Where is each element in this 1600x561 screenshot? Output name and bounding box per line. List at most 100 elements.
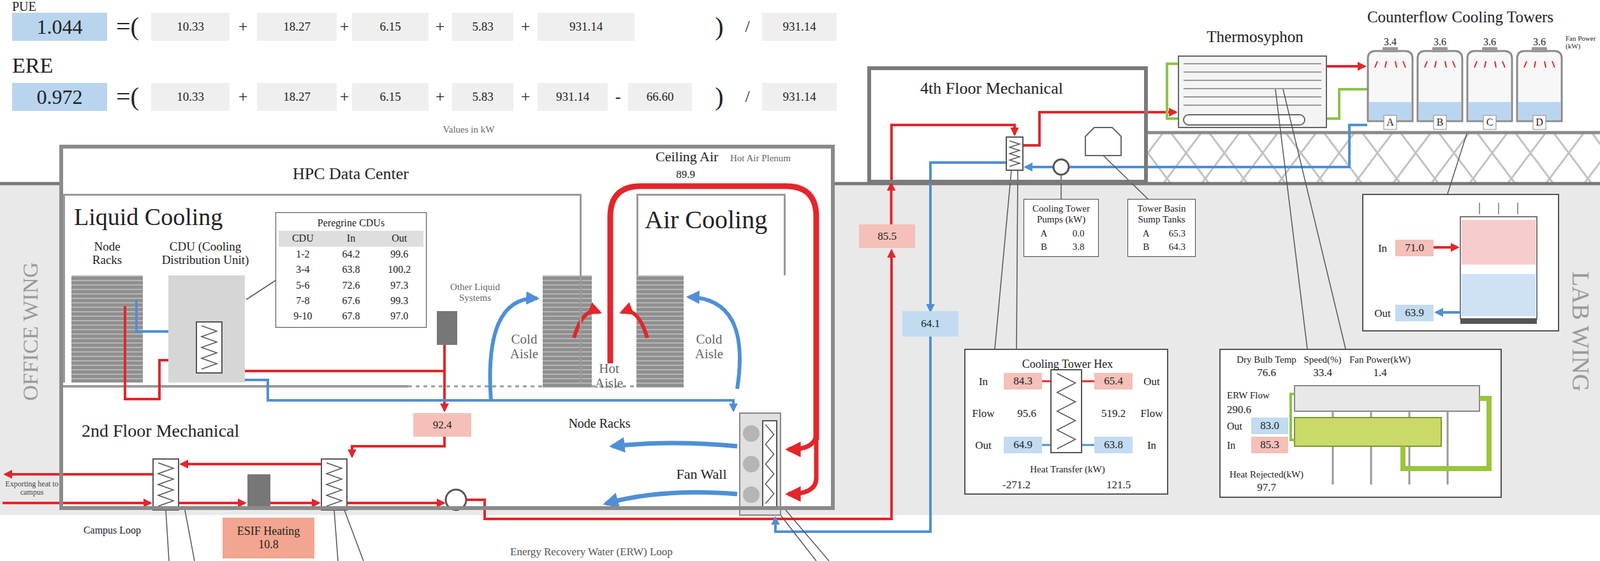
drawing-shape <box>762 420 777 508</box>
node-value: 290.6 <box>1226 403 1252 417</box>
drawing-shape <box>1053 159 1069 175</box>
pipe-line <box>124 306 169 400</box>
hot-temp-box: 84.3 <box>1003 373 1043 390</box>
node-value: 1.4 <box>1372 366 1387 380</box>
label-text: Thermosyphon <box>1206 28 1303 46</box>
zone-frame: Peregrine CDUsCDUInOut1-264.299.63-463.8… <box>63 193 582 383</box>
node-value: 67.6 <box>327 293 376 309</box>
drawing-shape <box>1433 115 1447 130</box>
label-text: D <box>1535 116 1544 129</box>
node-value: 97.7 <box>1256 481 1277 495</box>
node-title: Peregrine CDUs <box>278 215 424 231</box>
node-value: 99.6 <box>374 246 424 263</box>
drawing-shape <box>964 348 1169 495</box>
drawing-shape <box>1432 47 1448 53</box>
pipe-line <box>1290 394 1295 441</box>
zone-frame: Air Cooling <box>636 193 786 276</box>
drawing-shape <box>1482 47 1498 53</box>
info-box: Cooling Tower Pumps (kW)A0.0B3.8 <box>1023 198 1099 257</box>
term-value-box: 6.15 <box>352 12 429 41</box>
node-title: 931.14 <box>556 89 590 104</box>
label-text: 2nd Floor Mechanical <box>81 421 240 442</box>
drawing-shape <box>59 385 409 388</box>
node-title: 5.83 <box>471 89 493 104</box>
label-text: Node Racks <box>81 240 133 268</box>
label-text: / <box>744 17 750 37</box>
node-value: -271.2 <box>1002 478 1031 492</box>
drawing-shape <box>742 455 760 473</box>
node-title: 65.4 <box>1103 374 1123 388</box>
label-text: Fan Wall <box>675 466 727 483</box>
node-value: 5-6 <box>278 278 328 294</box>
metric-value-box: 1.044 <box>12 12 108 41</box>
pipe-line <box>788 440 817 495</box>
pipe-line <box>612 443 738 447</box>
label-text: + <box>339 17 350 37</box>
label-text: ) <box>714 12 724 41</box>
pipe-line <box>165 510 830 561</box>
node-title: 63.9 <box>1404 306 1424 320</box>
drawing-shape <box>196 322 222 374</box>
label-text: ) <box>714 82 724 111</box>
label-text: Other Liquid Systems <box>440 281 511 303</box>
drawing-shape <box>153 137 1082 511</box>
node-title: Dry Bulb Temp <box>1236 354 1297 366</box>
node-value: 65.3 <box>1161 227 1194 241</box>
pipe-line <box>1183 88 1322 90</box>
label-text: + <box>521 17 531 37</box>
pipe-line <box>621 311 648 338</box>
node-title: 931.14 <box>782 19 816 34</box>
pipe-line <box>1183 71 1322 73</box>
node-value: Flow <box>972 407 995 421</box>
label-text: ERE <box>12 53 53 78</box>
node-value: 100.2 <box>374 262 424 278</box>
node-title: Liquid Cooling <box>73 203 223 232</box>
drawing-shape <box>1183 63 1322 106</box>
label-text: Hot Aisle <box>589 361 629 391</box>
drawing-shape <box>994 170 1012 349</box>
label-text: 3.6 <box>1533 36 1546 48</box>
node-title: ESIF Heating <box>237 524 301 539</box>
label-text: Hot Air Plenum <box>730 153 791 164</box>
hot-temp-box: 85.5 <box>858 224 916 249</box>
drawing-shape <box>1367 47 1413 130</box>
label-text: CDU (Cooling Distribution Unit) <box>149 240 262 268</box>
node-value: 63.8 <box>327 262 376 278</box>
label-text: =( <box>116 12 140 41</box>
drawing-shape <box>1382 47 1398 53</box>
pipe-line <box>1166 63 1179 119</box>
drawing-shape <box>1294 385 1480 412</box>
node-title: 931.14 <box>782 89 816 104</box>
label-text: LAB WING <box>1566 271 1594 392</box>
drawing-shape <box>247 474 271 507</box>
pipe-line <box>352 436 445 457</box>
label-text: + <box>521 88 531 107</box>
label-text: + <box>238 17 249 37</box>
node-title: 85.3 <box>1260 438 1280 452</box>
drawing-shape <box>1016 170 1018 349</box>
pipe-line <box>326 462 342 507</box>
node-value: 97.0 <box>374 308 424 324</box>
pipe-line <box>891 124 1015 184</box>
node-value: Heat Transfer (kW) <box>1029 464 1105 476</box>
node-value: 33.4 <box>1313 366 1333 380</box>
pipe-line <box>2 501 151 505</box>
drawing-shape <box>1050 369 1082 453</box>
drawing-shape <box>1006 137 1023 171</box>
drawing-shape <box>321 459 347 511</box>
label-text: A <box>1386 116 1395 129</box>
node-value: A <box>1026 227 1062 241</box>
drawing-shape <box>739 413 781 516</box>
node-title: Cooling Tower Hex <box>1022 357 1113 372</box>
drawing-shape <box>59 144 835 511</box>
label-text: Energy Recovery Water (ERW) Loop <box>510 546 673 559</box>
label-text: 3.6 <box>1483 36 1497 48</box>
drawing-shape <box>71 275 143 383</box>
pipe-line <box>201 325 217 370</box>
label-text: + <box>435 17 446 37</box>
pipe-connector <box>890 183 893 225</box>
drawing-shape <box>1460 318 1537 324</box>
pipe-line <box>1025 165 1054 169</box>
node-value: Speed(%) <box>1303 354 1342 366</box>
